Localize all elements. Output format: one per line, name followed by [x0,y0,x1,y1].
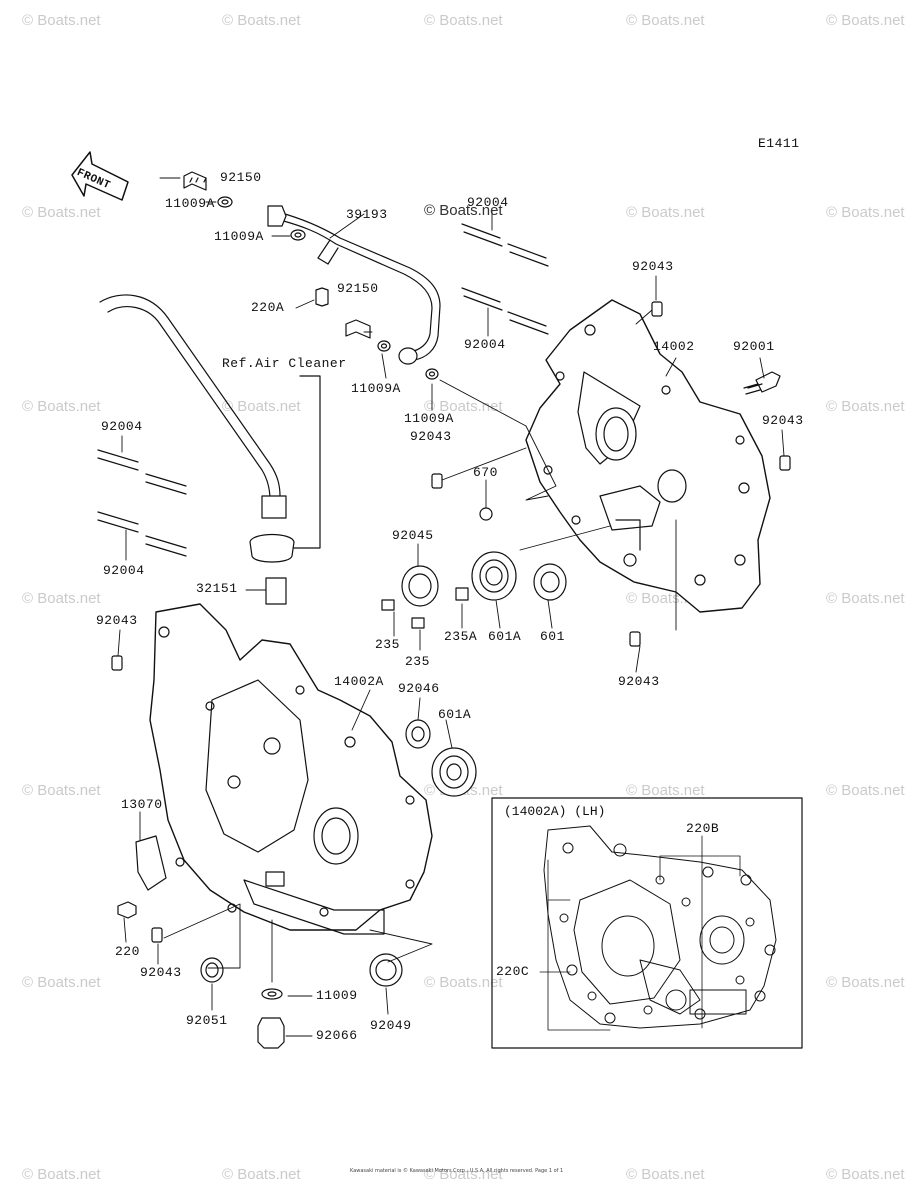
bearing-601 [533,563,567,601]
front-arrow-icon [71,151,129,201]
part-label-235[interactable]: 235 [375,637,400,652]
part-label-92043[interactable]: 92043 [96,613,138,628]
watermark: © Boats.net [222,398,301,415]
crankcase-left-drawing [149,603,433,935]
watermark: © Boats.net [22,590,101,607]
watermark: © Boats.net [424,974,503,991]
part-label-14002[interactable]: 14002 [653,339,695,354]
part-label-92004[interactable]: 92004 [467,195,509,210]
bolt-92150-lower [345,319,371,339]
part-label-11009A[interactable]: 11009A [214,229,264,244]
ref-air-cleaner-label: Ref.Air Cleaner [222,356,347,371]
watermark: © Boats.net [22,1166,101,1183]
part-label-235A[interactable]: 235A [444,629,478,644]
part-label-220B[interactable]: 220B [686,821,720,836]
dowel-92043 [111,301,791,943]
watermark: © Boats.net [826,398,905,415]
bolt-92150-upper [183,171,207,191]
part-label-92001[interactable]: 92001 [733,339,775,354]
watermark: © Boats.net [22,398,101,415]
bracket-13070 [135,835,167,891]
part-label-92043[interactable]: 92043 [410,429,452,444]
footer-fine-print: Kawasaki material is © Kawasaki Motors C… [350,1168,564,1174]
part-label-92051[interactable]: 92051 [186,1013,228,1028]
watermark: © Boats.net [424,398,503,415]
copyright-mark: © Boats.net [424,202,503,219]
bearing-601A-upper [471,551,517,601]
bearing-92045 [401,565,439,607]
watermark: © Boats.net [826,204,905,221]
oil-pipe-drawing [267,205,441,365]
watermark: © Boats.net [826,974,905,991]
part-label-92150[interactable]: 92150 [220,170,262,185]
stud-92004 [97,223,549,557]
oring-670 [479,507,493,521]
watermark: © Boats.net [826,782,905,799]
watermark: © Boats.net [22,204,101,221]
watermark: © Boats.net [424,12,503,29]
watermark: © Boats.net [424,1166,503,1183]
watermark: © Boats.net [626,204,705,221]
part-label-13070[interactable]: 13070 [121,797,163,812]
part-label-92004[interactable]: 92004 [464,337,506,352]
breather-hose-drawing [99,294,295,605]
watermark: © Boats.net [222,1166,301,1183]
part-label-92066[interactable]: 92066 [316,1028,358,1043]
part-label-92043[interactable]: 92043 [632,259,674,274]
part-label-92043[interactable]: 92043 [140,965,182,980]
inset-leaders [539,835,741,1031]
part-label-235[interactable]: 235 [405,654,430,669]
part-label-220C[interactable]: 220C [496,964,530,979]
watermark: © Boats.net [22,782,101,799]
bearing-601A-lower [431,747,477,797]
part-label-670[interactable]: 670 [473,465,498,480]
watermark: © Boats.net [22,974,101,991]
watermark: © Boats.net [626,782,705,799]
part-label-220A[interactable]: 220A [251,300,285,315]
part-label-92004[interactable]: 92004 [103,563,145,578]
part-label-11009A[interactable]: 11009A [165,196,215,211]
part-label-14002A[interactable]: 14002A [334,674,384,689]
part-label-92046[interactable]: 92046 [398,681,440,696]
watermark: © Boats.net [626,1166,705,1183]
plug-235 [381,587,469,629]
part-label-11009A[interactable]: 11009A [404,411,454,426]
part-label-220[interactable]: 220 [115,944,140,959]
crankcase-right-drawing [525,299,771,613]
inset-crankcase-drawing [543,825,777,1029]
watermark: © Boats.net [222,12,301,29]
part-label-39193[interactable]: 39193 [346,207,388,222]
part-label-92043[interactable]: 92043 [762,413,804,428]
part-label-32151[interactable]: 32151 [196,581,238,596]
part-label-601A[interactable]: 601A [438,707,472,722]
stud-92001 [743,371,781,395]
part-label-92043[interactable]: 92043 [618,674,660,689]
bearing-92046 [405,719,431,749]
watermark: © Boats.net [22,12,101,29]
inset-title: (14002A) (LH) [504,804,606,819]
part-label-11009A[interactable]: 11009A [351,381,401,396]
part-label-92150[interactable]: 92150 [337,281,379,296]
drain-plug-92066 [257,1017,285,1049]
watermark: © Boats.net [826,1166,905,1183]
watermark: © Boats.net [626,12,705,29]
part-label-601A[interactable]: 601A [488,629,522,644]
watermark: © Boats.net [826,12,905,29]
watermark: © Boats.net [826,590,905,607]
diagram-code: E1411 [758,136,800,151]
part-label-601[interactable]: 601 [540,629,565,644]
part-label-92049[interactable]: 92049 [370,1018,412,1033]
part-label-11009[interactable]: 11009 [316,988,358,1003]
inset-frame [491,797,803,1049]
part-label-92004[interactable]: 92004 [101,419,143,434]
part-label-92045[interactable]: 92045 [392,528,434,543]
bolt-220A [315,287,329,307]
ref-bracket [293,375,321,549]
